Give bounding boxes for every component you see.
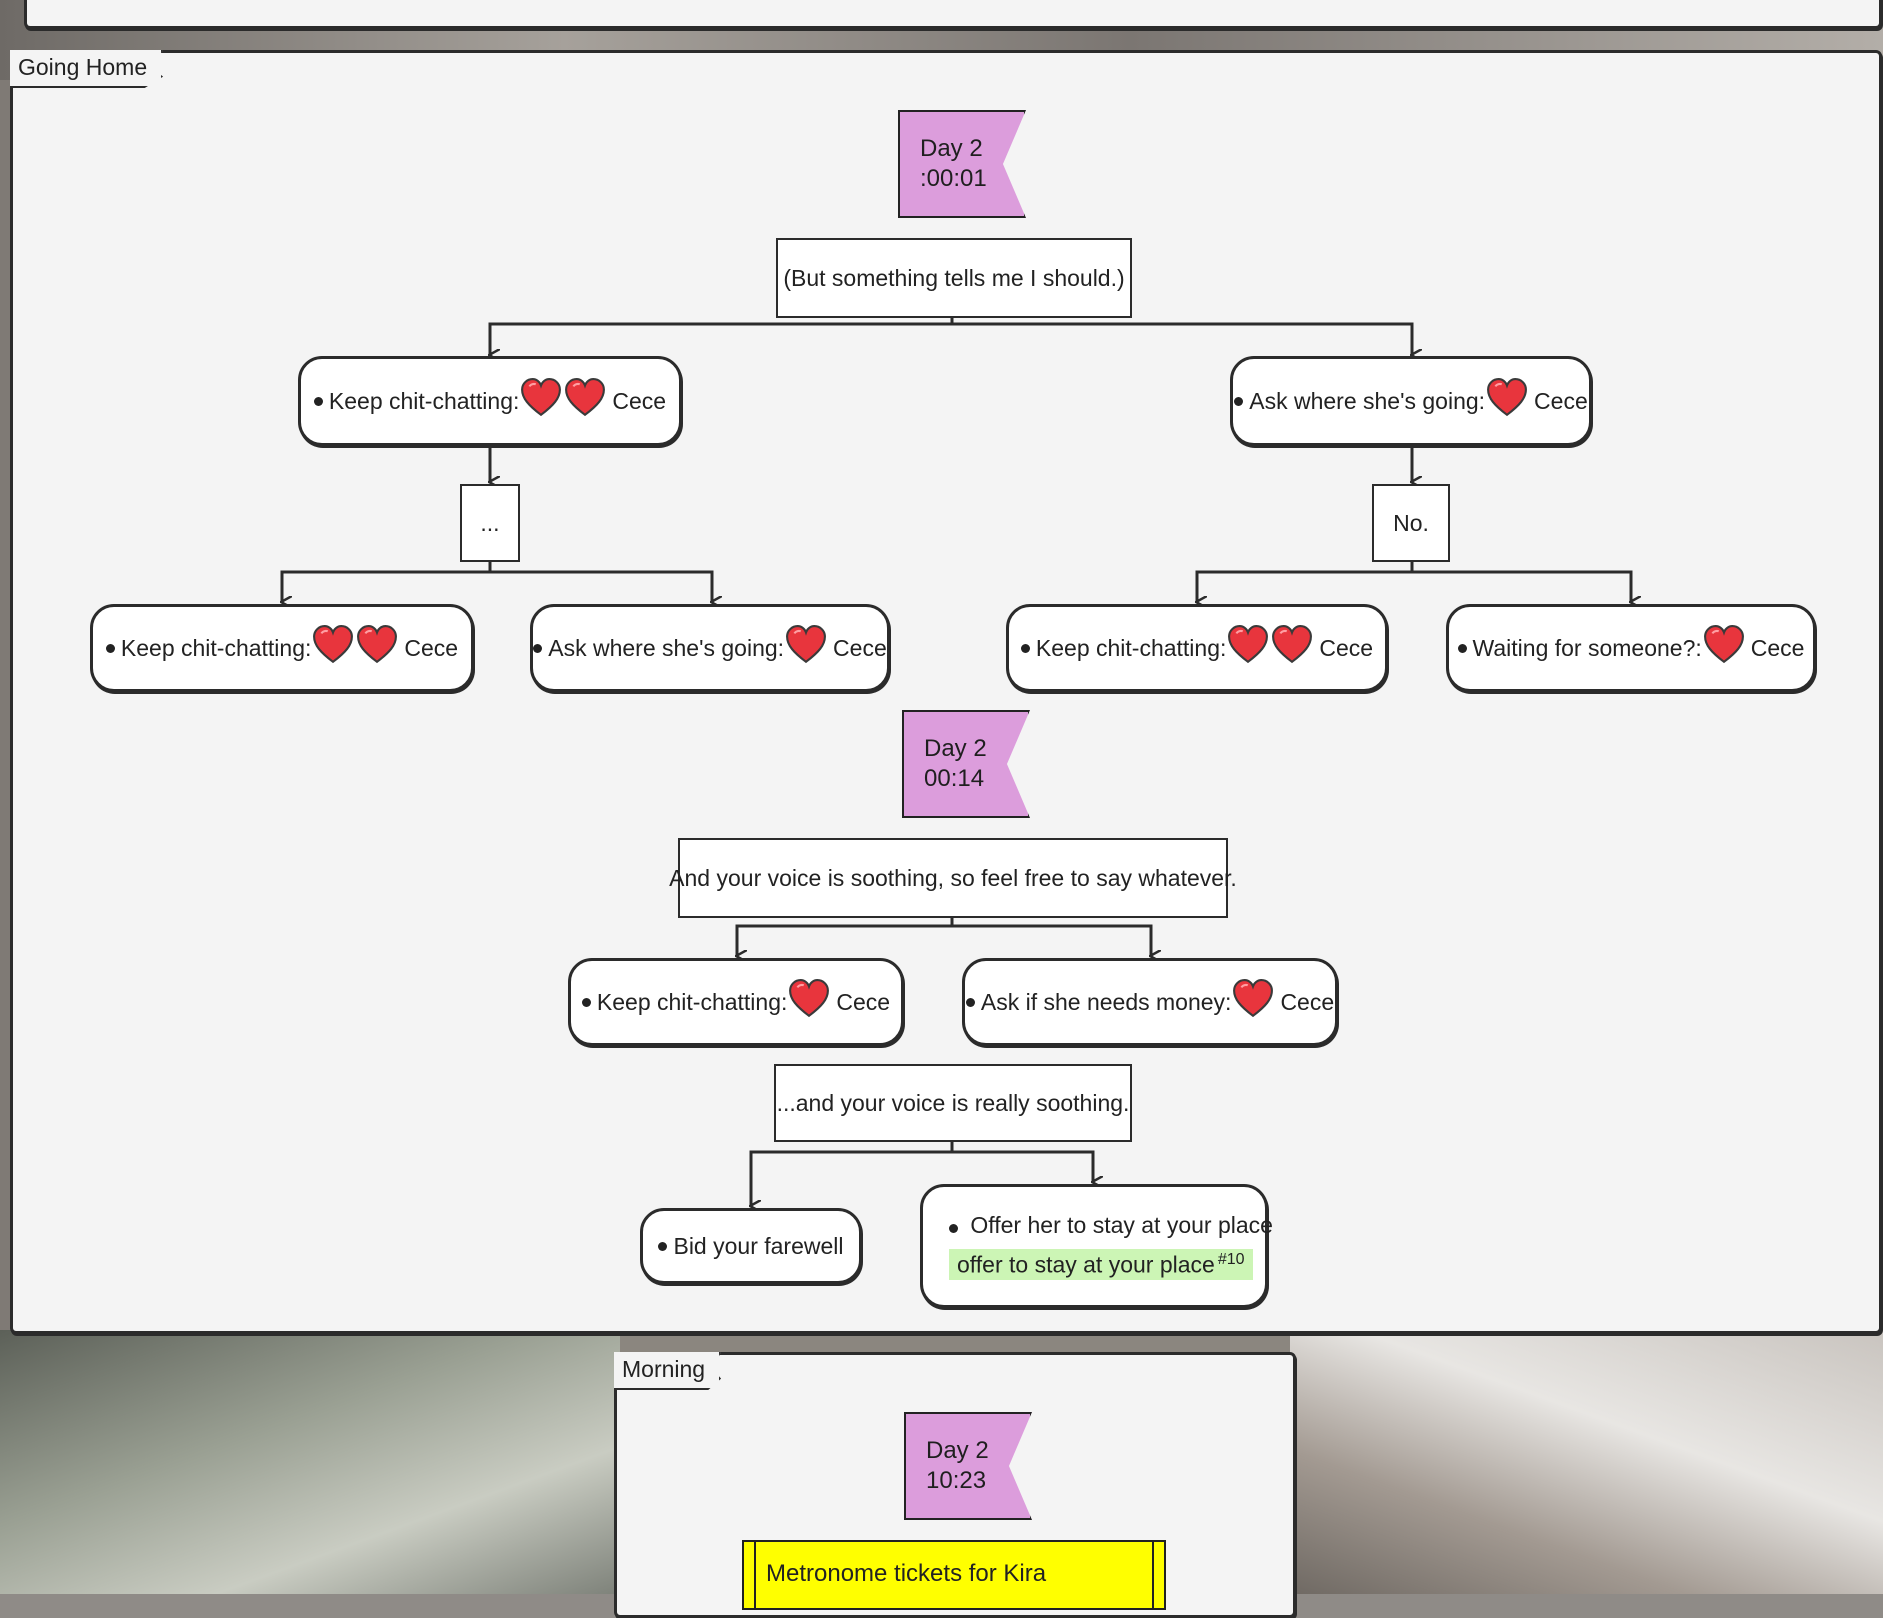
choice-label: Offer her to stay at your place: [970, 1211, 1273, 1238]
heart-icon: [1228, 625, 1269, 664]
dialogue-box: (But something tells me I should.): [776, 238, 1132, 318]
heart-icon: [357, 625, 398, 664]
note-text: Metronome tickets for Kira: [766, 1560, 1047, 1587]
sticky-note: Metronome tickets for Kira: [742, 1540, 1166, 1610]
background-photo-side: [0, 80, 12, 1340]
choice-label: Keep chit-chatting:: [328, 387, 520, 414]
character-name: Cece: [1319, 634, 1374, 661]
heart-icons: [1702, 625, 1746, 665]
choice-option[interactable]: Offer her to stay at your place offer to…: [920, 1184, 1273, 1308]
flag-marker: #10: [1217, 1250, 1245, 1268]
bullet-icon: [1457, 643, 1467, 653]
choice-option[interactable]: Keep chit-chatting: Cece: [298, 356, 682, 446]
background-photo-right: [1290, 1330, 1883, 1594]
heart-icons: [519, 378, 607, 418]
choice-option[interactable]: Keep chit-chatting: Cece: [90, 604, 474, 692]
character-name: Cece: [833, 634, 887, 661]
choice-option[interactable]: Ask where she's going: Cece: [1230, 356, 1592, 446]
previous-section-panel: [24, 0, 1882, 29]
flag-time: 10:23: [926, 1467, 987, 1494]
choice-label: Keep chit-chatting:: [120, 634, 312, 661]
flag-day: Day 2: [920, 135, 983, 162]
character-name: Cece: [1750, 634, 1805, 661]
heart-icons: [784, 625, 828, 665]
bullet-icon: [313, 396, 323, 406]
character-name: Cece: [1280, 988, 1335, 1015]
choice-label: Ask if she needs money:: [980, 988, 1232, 1015]
choice-option[interactable]: Ask if she needs money: Cece: [962, 958, 1338, 1046]
heart-icons: [1226, 625, 1314, 665]
choice-label: Keep chit-chatting:: [1035, 634, 1227, 661]
character-name: Cece: [404, 634, 459, 661]
choice-option[interactable]: Bid your farewell: [640, 1208, 862, 1284]
flag-time: 00:14: [924, 765, 985, 792]
choice-label: Keep chit-chatting:: [596, 988, 788, 1015]
bullet-icon: [1234, 396, 1244, 406]
bullet-icon: [965, 997, 975, 1007]
character-name: Cece: [1534, 387, 1588, 414]
heart-icons: [787, 979, 831, 1019]
choice-option[interactable]: Keep chit-chatting: Cece: [568, 958, 904, 1046]
heart-icon: [1703, 625, 1744, 664]
section-label: Going Home: [10, 50, 164, 88]
bullet-icon: [533, 643, 543, 653]
heart-icon: [1233, 979, 1274, 1018]
flag-text: offer to stay at your place: [957, 1251, 1215, 1278]
heart-icons: [1231, 979, 1275, 1019]
section-label: Morning: [614, 1352, 722, 1390]
choice-label: Bid your farewell: [673, 1232, 844, 1259]
bullet-icon: [949, 1223, 958, 1233]
flag-highlight: offer to stay at your place#10: [949, 1248, 1253, 1281]
heart-icon: [521, 378, 562, 417]
heart-icon: [1272, 625, 1313, 664]
bullet-icon: [105, 643, 115, 653]
heart-icon: [789, 979, 830, 1018]
character-name: Cece: [836, 988, 891, 1015]
choice-label: Ask where she's going:: [548, 634, 785, 661]
bullet-icon: [581, 997, 591, 1007]
heart-icon: [1487, 378, 1527, 417]
bullet-icon: [1020, 643, 1030, 653]
flag-day: Day 2: [926, 1437, 989, 1464]
character-name: Cece: [612, 387, 667, 414]
dialogue-box: ...: [460, 484, 520, 562]
heart-icon: [313, 625, 354, 664]
heart-icon: [565, 378, 606, 417]
flag-day: Day 2: [924, 735, 987, 762]
dialogue-box: And your voice is soothing, so feel free…: [669, 838, 1237, 918]
choice-label: Ask where she's going:: [1249, 387, 1486, 414]
heart-icon: [786, 625, 826, 664]
background-photo-left: [0, 1330, 620, 1594]
bullet-icon: [658, 1241, 668, 1251]
flag-time: :00:01: [920, 165, 987, 192]
dialogue-box: ...and your voice is really soothing.: [774, 1064, 1132, 1142]
choice-option[interactable]: Waiting for someone?: Cece: [1446, 604, 1816, 692]
dialogue-box: No.: [1372, 484, 1450, 562]
choice-label: Waiting for someone?:: [1472, 634, 1702, 661]
heart-icons: [311, 625, 399, 665]
choice-option[interactable]: Ask where she's going: Cece: [530, 604, 890, 692]
choice-option[interactable]: Keep chit-chatting: Cece: [1006, 604, 1388, 692]
heart-icons: [1485, 378, 1529, 418]
